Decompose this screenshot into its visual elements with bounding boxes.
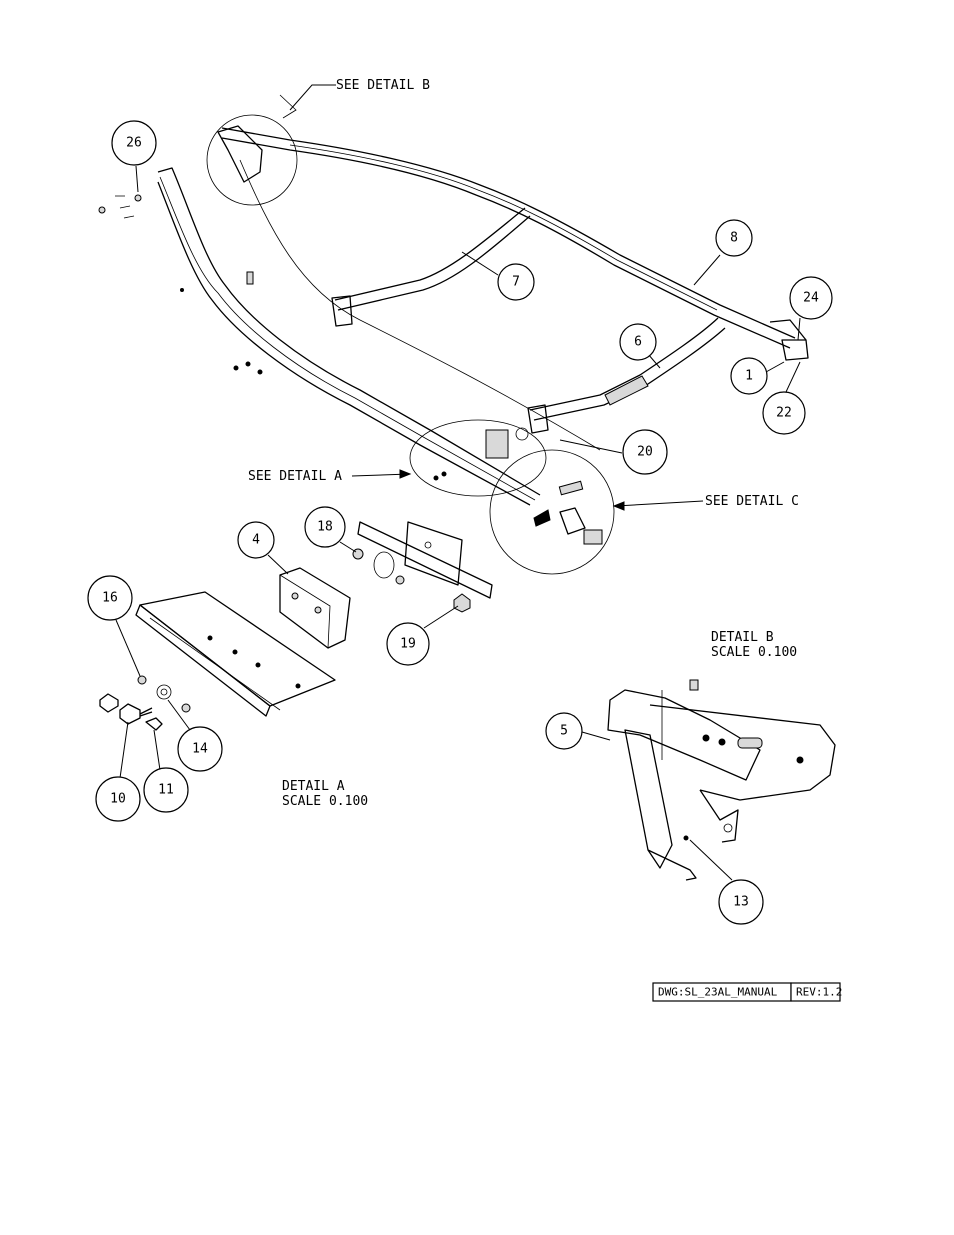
svg-text:4: 4 [252, 533, 260, 548]
balloon-26: 26 [111, 120, 157, 166]
title-block: DWG:SL_23AL_MANUAL REV:1.2 [652, 982, 842, 1002]
balloon-5: 5 [545, 712, 583, 750]
dwg-number: DWG:SL_23AL_MANUAL [658, 986, 778, 999]
detail-b-view [607, 679, 836, 881]
svg-text:26: 26 [126, 136, 142, 151]
balloon-11: 11 [143, 767, 189, 813]
detail-a-ellipse [409, 419, 547, 497]
balloon-18: 18 [304, 506, 346, 548]
detail-b-scale: SCALE 0.100 [711, 645, 797, 660]
see-detail-b-label: SEE DETAIL B [336, 78, 430, 93]
svg-text:10: 10 [110, 792, 126, 807]
revision: REV:1.2 [796, 986, 842, 999]
detail-a-explode [99, 521, 493, 731]
detail-a-title: DETAIL A [282, 779, 345, 794]
main-frame-assembly [98, 127, 809, 506]
svg-text:16: 16 [102, 591, 118, 606]
svg-text:19: 19 [400, 637, 416, 652]
svg-text:14: 14 [192, 742, 208, 757]
balloon-13: 13 [718, 879, 764, 925]
see-detail-c-leader [615, 500, 704, 507]
balloon-22: 22 [762, 391, 806, 435]
balloon-1: 1 [730, 357, 768, 395]
see-detail-c-label: SEE DETAIL C [705, 494, 799, 509]
balloon-8: 8 [715, 219, 753, 257]
balloon-4: 4 [237, 521, 275, 559]
see-detail-a-label: SEE DETAIL A [248, 469, 342, 484]
balloon-20: 20 [622, 429, 668, 475]
balloon-6: 6 [619, 323, 657, 361]
svg-text:8: 8 [730, 231, 738, 246]
detail-b-circle [206, 114, 298, 206]
svg-text:1: 1 [745, 369, 753, 384]
see-detail-b-leader [289, 84, 336, 111]
detail-b-title: DETAIL B [711, 630, 774, 645]
svg-text:18: 18 [317, 520, 333, 535]
svg-text:24: 24 [803, 291, 819, 306]
balloon-19: 19 [386, 622, 430, 666]
svg-text:22: 22 [776, 406, 792, 421]
balloon-16: 16 [87, 575, 133, 621]
svg-text:20: 20 [637, 445, 653, 460]
detail-c-circle [489, 449, 615, 575]
svg-text:7: 7 [512, 275, 520, 290]
svg-text:11: 11 [158, 783, 174, 798]
balloon-7: 7 [497, 263, 535, 301]
balloon-24: 24 [789, 276, 833, 320]
balloon-14: 14 [177, 726, 223, 772]
svg-text:6: 6 [634, 335, 642, 350]
svg-text:13: 13 [733, 895, 749, 910]
balloon-10: 10 [95, 776, 141, 822]
detail-a-scale: SCALE 0.100 [282, 794, 368, 809]
svg-text:5: 5 [560, 724, 568, 739]
